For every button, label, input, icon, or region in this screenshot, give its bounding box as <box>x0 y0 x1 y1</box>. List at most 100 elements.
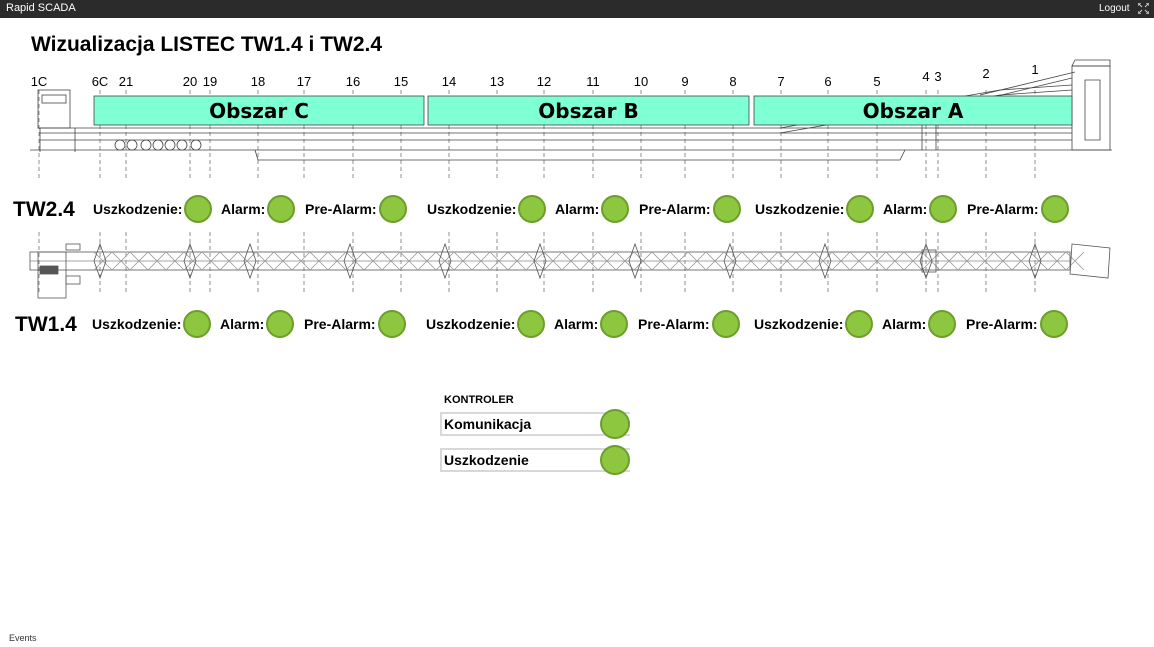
status-indicator <box>929 195 958 223</box>
status-indicator <box>846 195 875 223</box>
status-item: Alarm: <box>554 309 629 339</box>
status-indicator <box>377 310 406 338</box>
status-label: Uszkodzenie: <box>426 316 516 332</box>
status-item: Uszkodzenie: <box>754 309 874 339</box>
section-label: 13 <box>490 74 504 89</box>
status-label: Uszkodzenie: <box>755 201 845 217</box>
status-item: Uszkodzenie: <box>92 309 212 339</box>
fault-label: Uszkodzenie <box>444 452 529 468</box>
section-label: 16 <box>346 74 360 89</box>
section-label: 17 <box>297 74 311 89</box>
section-label: 4 <box>922 69 929 84</box>
section-label: 6C <box>92 74 109 89</box>
events-link[interactable]: Events <box>9 633 37 643</box>
status-indicator <box>601 195 630 223</box>
status-indicator <box>518 195 547 223</box>
status-item: Uszkodzenie: <box>426 309 546 339</box>
status-label: Alarm: <box>220 316 265 332</box>
section-label: 12 <box>537 74 551 89</box>
status-label: Pre-Alarm: <box>966 316 1038 332</box>
section-label: 14 <box>442 74 456 89</box>
area-label: Obszar A <box>863 99 964 123</box>
status-label: Uszkodzenie: <box>92 316 182 332</box>
status-item: Pre-Alarm: <box>967 194 1069 224</box>
status-indicator <box>711 310 740 338</box>
status-label: Alarm: <box>221 201 266 217</box>
status-label: Alarm: <box>883 201 928 217</box>
controller-title: KONTROLER <box>444 394 514 406</box>
status-label: Alarm: <box>554 316 599 332</box>
status-item: Uszkodzenie: <box>427 194 547 224</box>
status-item: Alarm: <box>555 194 630 224</box>
status-item: Pre-Alarm: <box>304 309 406 339</box>
section-label: 5 <box>873 74 880 89</box>
section-label: 2 <box>982 66 989 81</box>
communication-status-box: Komunikacja <box>440 412 630 436</box>
status-item: Alarm: <box>220 309 295 339</box>
top-bar: Rapid SCADA Logout <box>0 0 1154 18</box>
status-label: Pre-Alarm: <box>967 201 1039 217</box>
logout-link[interactable]: Logout <box>1099 3 1130 14</box>
status-indicator <box>378 195 407 223</box>
status-indicator <box>184 195 213 223</box>
status-indicator <box>266 310 295 338</box>
status-indicator <box>267 195 296 223</box>
status-indicator <box>600 310 629 338</box>
status-item: Alarm: <box>221 194 296 224</box>
communication-indicator <box>600 409 630 439</box>
status-label: Pre-Alarm: <box>638 316 710 332</box>
section-label: 11 <box>586 74 600 89</box>
section-label: 8 <box>729 74 736 89</box>
status-indicator <box>845 310 874 338</box>
line-label-tw1-4: TW1.4 <box>15 313 77 336</box>
area-label: Obszar C <box>209 99 309 123</box>
fault-indicator <box>600 445 630 475</box>
status-indicator <box>928 310 957 338</box>
section-label: 1 <box>1031 62 1038 77</box>
section-label: 20 <box>183 74 197 89</box>
status-indicator <box>183 310 212 338</box>
status-label: Alarm: <box>555 201 600 217</box>
line-label-tw2-4: TW2.4 <box>13 198 75 221</box>
status-item: Alarm: <box>882 309 957 339</box>
fullscreen-icon[interactable] <box>1138 3 1149 14</box>
status-item: Pre-Alarm: <box>305 194 407 224</box>
status-item: Alarm: <box>883 194 958 224</box>
status-item: Pre-Alarm: <box>966 309 1068 339</box>
area-box <box>93 95 425 126</box>
status-item: Uszkodzenie: <box>93 194 213 224</box>
section-label: 15 <box>394 74 408 89</box>
status-item: Pre-Alarm: <box>638 309 740 339</box>
section-label: 18 <box>251 74 265 89</box>
communication-label: Komunikacja <box>444 416 532 432</box>
section-label: 6 <box>824 74 831 89</box>
section-label: 19 <box>203 74 217 89</box>
status-indicator <box>1039 310 1068 338</box>
status-label: Uszkodzenie: <box>754 316 844 332</box>
section-label: 3 <box>934 69 941 84</box>
status-label: Uszkodzenie: <box>427 201 517 217</box>
area-label: Obszar B <box>538 99 638 123</box>
section-label: 7 <box>777 74 784 89</box>
status-indicator <box>517 310 546 338</box>
fault-status-box: Uszkodzenie <box>440 448 630 472</box>
status-label: Pre-Alarm: <box>304 316 376 332</box>
section-label: 1C <box>31 74 48 89</box>
page-title: Wizualizacja LISTEC TW1.4 i TW2.4 <box>31 33 383 56</box>
status-label: Pre-Alarm: <box>305 201 377 217</box>
section-label: 10 <box>634 74 648 89</box>
status-label: Alarm: <box>882 316 927 332</box>
app-title: Rapid SCADA <box>6 2 76 14</box>
status-indicator <box>712 195 741 223</box>
status-item: Uszkodzenie: <box>755 194 875 224</box>
status-label: Pre-Alarm: <box>639 201 711 217</box>
area-box <box>753 95 1073 126</box>
side-elevation-drawing <box>30 59 1112 161</box>
status-indicator <box>1040 195 1069 223</box>
section-label: 9 <box>681 74 688 89</box>
area-box <box>427 95 750 126</box>
status-item: Pre-Alarm: <box>639 194 741 224</box>
status-label: Uszkodzenie: <box>93 201 183 217</box>
